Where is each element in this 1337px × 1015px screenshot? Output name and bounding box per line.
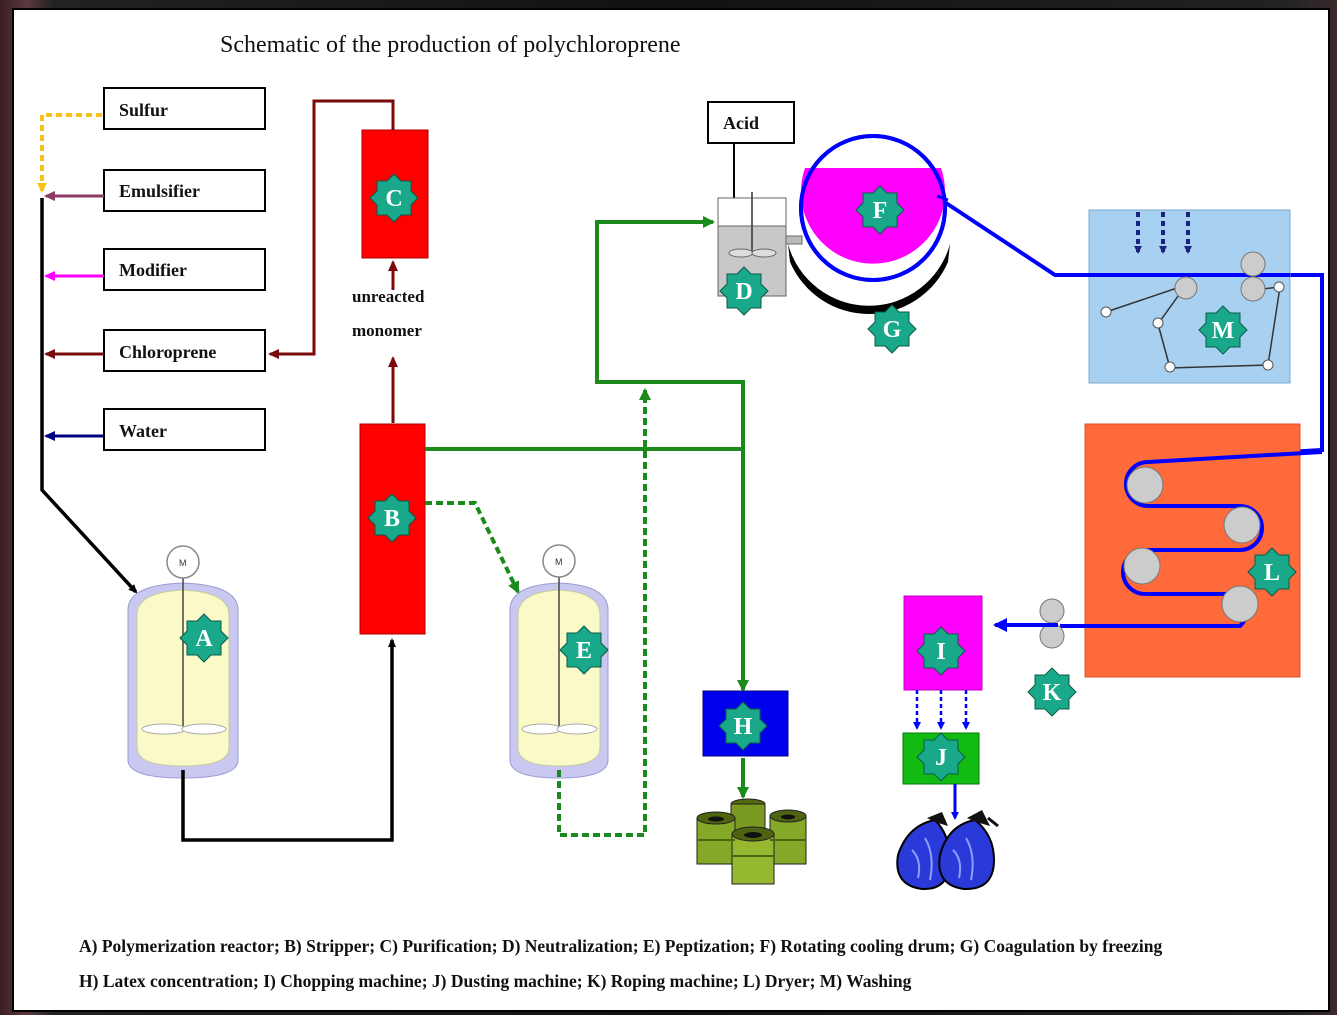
roping-rollers (1039, 598, 1065, 649)
unit-l-badge: L (1247, 547, 1297, 597)
unit-a-letter: A (195, 626, 213, 652)
unit-c-letter: C (385, 186, 402, 212)
monomer-recycle-line (268, 99, 395, 359)
latex-drums-icon (696, 798, 807, 885)
unit-b-badge: B (367, 493, 417, 543)
chloroprene-input-box: Chloroprene (103, 329, 266, 372)
emulsifier-input-box: Emulsifier (103, 169, 266, 212)
latex-to-neutralization-line (595, 216, 745, 449)
unit-l-letter: L (1264, 560, 1280, 586)
unit-a-badge: A (179, 613, 229, 663)
unit-e-letter: E (576, 638, 592, 664)
vessel-e-motor-label: M (555, 557, 563, 567)
unit-f-letter: F (873, 198, 888, 224)
product-bags-icon (896, 810, 999, 891)
unit-m-badge: M (1198, 305, 1248, 355)
unit-j-badge: J (916, 732, 966, 782)
unit-j-letter: J (935, 745, 947, 771)
sulfur-input-box: Sulfur (103, 87, 266, 130)
emulsifier-label: Emulsifier (119, 181, 200, 201)
sulfur-feed-line (37, 113, 102, 193)
unit-i-letter: I (936, 639, 945, 665)
dryer-unit (1060, 423, 1323, 678)
acid-label: Acid (723, 113, 759, 133)
reactor-to-stripper-line (181, 638, 396, 842)
unit-k-letter: K (1043, 680, 1062, 706)
legend-line-2: H) Latex concentration; I) Chopping mach… (79, 971, 912, 991)
unit-b-letter: B (384, 506, 400, 532)
stripper-to-peptization-line (425, 501, 520, 594)
unit-e-badge: E (559, 625, 609, 675)
monomer-label: monomer (352, 321, 422, 340)
water-input-box: Water (103, 408, 266, 451)
chloroprene-label: Chloroprene (119, 342, 216, 362)
unit-d-badge: D (719, 266, 769, 316)
diagram-title: Schematic of the production of polychlor… (220, 32, 681, 58)
acid-input-box (707, 101, 795, 144)
feed-to-reactor-line (40, 198, 138, 594)
unit-k-badge: K (1027, 667, 1077, 717)
modifier-input-box: Modifier (103, 248, 266, 291)
unit-m-letter: M (1212, 318, 1235, 344)
washing-unit (1055, 209, 1291, 384)
unit-d-letter: D (735, 279, 752, 305)
purification-column (361, 129, 429, 259)
unit-i-badge: I (916, 626, 966, 676)
modifier-label: Modifier (119, 260, 187, 280)
unit-h-badge: H (718, 701, 768, 751)
polymerization-reactor: M (127, 545, 239, 779)
unit-g-letter: G (883, 317, 902, 343)
unit-f-badge: F (855, 185, 905, 235)
unit-h-letter: H (734, 714, 753, 740)
sheet-leaving-drum (936, 194, 949, 202)
water-label: Water (119, 421, 167, 441)
unit-c-badge: C (369, 173, 419, 223)
unit-g-badge: G (867, 304, 917, 354)
sulfur-label: Sulfur (119, 100, 168, 120)
unreacted-label: unreacted (352, 287, 425, 306)
reactor-a-motor-label: M (179, 558, 187, 568)
legend-line-1: A) Polymerization reactor; B) Stripper; … (79, 936, 1162, 956)
